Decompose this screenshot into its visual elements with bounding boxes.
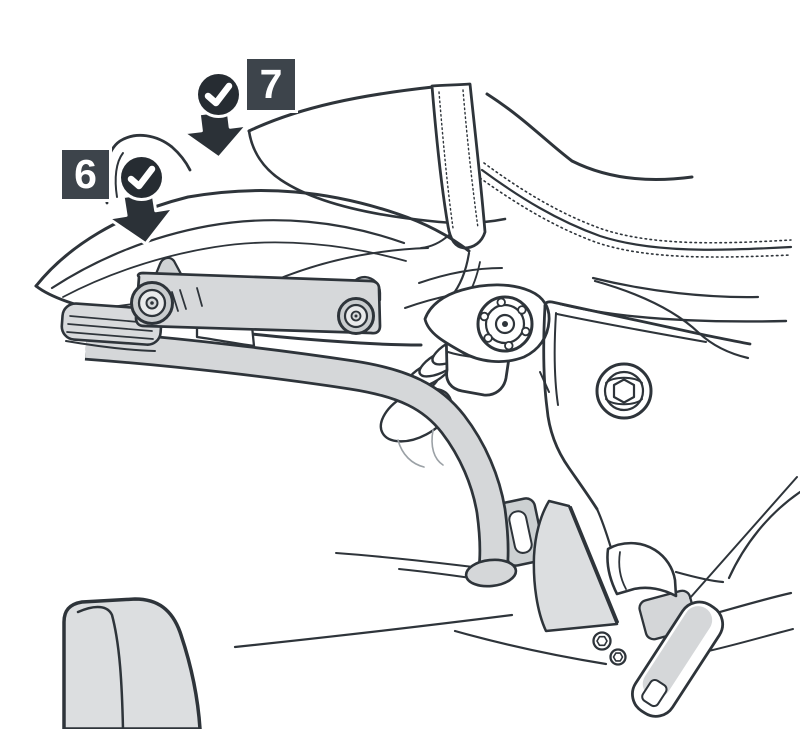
seat-cowl-line — [591, 276, 760, 299]
panel-top-edge — [543, 300, 752, 346]
washer-arc — [605, 376, 643, 384]
bolt-hex-head — [612, 378, 636, 404]
step-6-down-arrow-icon — [106, 190, 175, 246]
body-line — [453, 629, 608, 666]
shock-top-mount — [476, 295, 534, 353]
tail-light-contour — [114, 152, 124, 198]
seat-top-edge-right — [485, 92, 694, 182]
fender-top-edge — [34, 189, 471, 288]
gusset-plate — [532, 499, 619, 633]
bracket-to-body-line — [674, 570, 725, 584]
strap-stitch-line — [438, 91, 454, 229]
gusset-edge-line — [570, 506, 619, 623]
washer-arc — [605, 398, 643, 406]
cap-groove — [67, 323, 153, 332]
panel-top-edge-inner — [556, 313, 707, 343]
seat-seam-stitch — [483, 162, 792, 244]
step-7-checkmark — [198, 74, 239, 115]
rear-seat — [247, 82, 793, 360]
mount-slot — [508, 510, 533, 554]
mount-bolt-dots — [479, 297, 531, 351]
checkmark-icon — [127, 165, 156, 190]
step-6-number: 6 — [74, 151, 97, 197]
step-6-checkmark — [121, 157, 162, 198]
footpeg-bracket — [606, 541, 678, 598]
lower-bodywork — [233, 490, 800, 666]
footpeg-assembly — [496, 497, 725, 718]
panel-left-edge — [542, 304, 599, 511]
seat-seam-line — [480, 168, 793, 251]
footpeg-notch — [641, 678, 668, 708]
footpeg-rubber-face — [642, 606, 713, 698]
step-7-down-arrow-icon — [182, 108, 249, 160]
frame-panel-bolt — [595, 362, 653, 420]
side-rack — [60, 302, 518, 588]
strap-fold-line — [420, 234, 450, 249]
step-7-number: 7 — [259, 61, 283, 107]
cap-groove — [66, 331, 154, 340]
step-7-badge: 7 — [247, 59, 295, 110]
panel-tick — [539, 371, 550, 393]
passenger-footpeg — [631, 600, 725, 718]
bracket-bolt-left — [130, 281, 174, 325]
bracket-hex-bolt — [592, 631, 612, 651]
seat-strap — [430, 82, 487, 250]
panel-to-footpeg-edge — [595, 507, 613, 550]
strap-stitch-line — [462, 89, 479, 229]
seat-seam-stitch — [479, 177, 792, 258]
plate-tick — [179, 289, 187, 310]
rack-tube-foot — [464, 558, 518, 588]
pointer-line — [689, 476, 798, 599]
seat-top-edge — [247, 85, 435, 133]
side-rack-tube — [85, 332, 507, 571]
fender-contour-line — [62, 241, 407, 298]
checkmark-icon — [204, 82, 233, 107]
fender-contour-line — [50, 219, 406, 290]
bracket-hex-bolt — [609, 648, 627, 666]
body-line — [727, 490, 800, 580]
cap-lip-line — [65, 340, 156, 352]
step-6-badge: 6 — [62, 150, 109, 199]
panel-left-edge-inner — [553, 312, 559, 406]
bracket-inner-line — [618, 551, 627, 590]
plate-tick — [171, 291, 179, 312]
side-case-crease — [76, 605, 125, 729]
plate-tick — [196, 287, 203, 307]
side-panel — [539, 300, 752, 550]
body-line — [335, 552, 491, 570]
side-case-body — [62, 597, 202, 729]
side-case — [62, 597, 202, 729]
body-line — [233, 613, 514, 649]
spring-sketch-line — [431, 429, 444, 466]
frame-arm-line — [418, 267, 503, 284]
spring-sketch-line — [397, 439, 425, 468]
bracket-bolt-right — [337, 297, 375, 335]
tail-cowl-edge — [593, 279, 750, 360]
mounting-bracket — [130, 256, 382, 335]
